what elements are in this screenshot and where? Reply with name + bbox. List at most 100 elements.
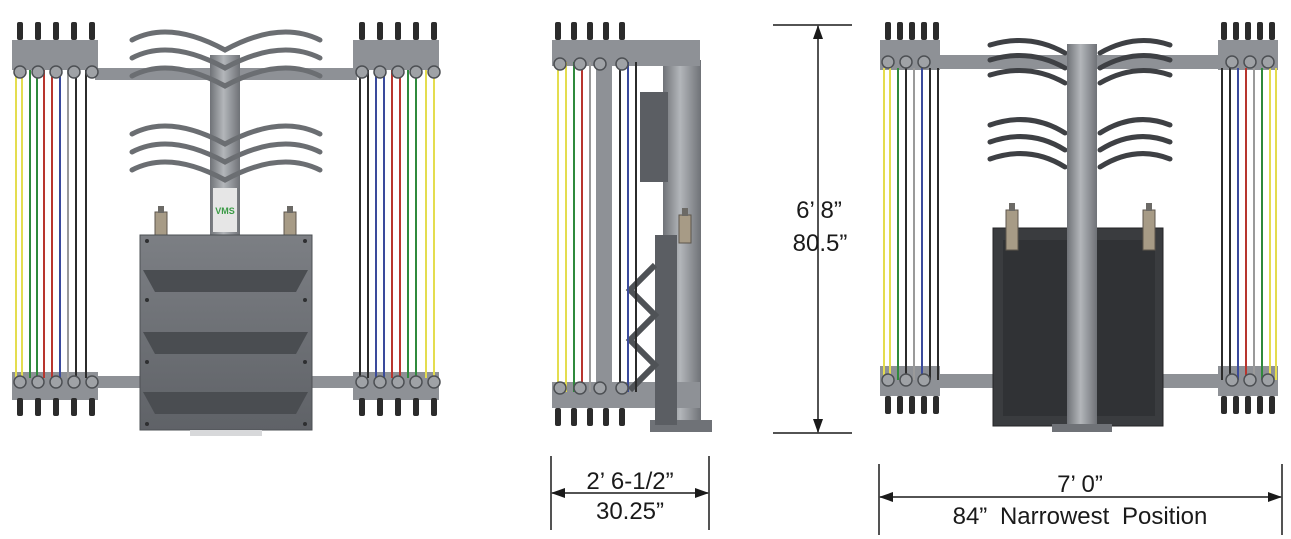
- carabiner-hook-icon: [35, 398, 41, 416]
- front-left-bands: [15, 70, 87, 378]
- wave-handle: [129, 159, 323, 183]
- side-handle-plate: [640, 92, 668, 182]
- carabiner-hook-icon: [1245, 396, 1251, 414]
- carabiner-hook-icon: [619, 408, 625, 426]
- front-mast-logo: VMS: [215, 206, 235, 216]
- carabiner-hook-icon: [603, 22, 609, 40]
- carabiner-hook-icon: [921, 22, 927, 40]
- carabiner-hook-icon: [377, 398, 383, 416]
- rear-right-bands: [1221, 68, 1277, 380]
- bottle-holder-icon: [678, 208, 692, 244]
- front-view: VMS: [12, 22, 441, 436]
- pulley-wheel-icon: [881, 55, 895, 69]
- pulley-wheel-icon: [85, 65, 99, 79]
- wave-handle: [1097, 134, 1173, 153]
- pulley-wheel-icon: [355, 375, 369, 389]
- pulley-wheel-icon: [615, 57, 629, 71]
- dimension-lines: [550, 24, 1283, 535]
- front-left-pulleys: [13, 22, 99, 416]
- wave-handle: [987, 117, 1068, 136]
- carabiner-hook-icon: [603, 408, 609, 426]
- rear-view: [880, 22, 1278, 432]
- depth-inches-label: 30.25”: [595, 498, 665, 525]
- wave-handle: [1097, 53, 1173, 71]
- carabiner-hook-icon: [587, 22, 593, 40]
- pulley-wheel-icon: [427, 375, 441, 389]
- wave-handle: [129, 47, 323, 71]
- front-right-bands: [359, 70, 435, 378]
- pulley-wheel-icon: [67, 375, 81, 389]
- pulley-wheel-icon: [615, 381, 629, 395]
- pulley-wheel-icon: [1243, 55, 1257, 69]
- carabiner-hook-icon: [431, 398, 437, 416]
- pulley-wheel-icon: [917, 373, 931, 387]
- pulley-wheel-icon: [49, 375, 63, 389]
- front-right-frame: [353, 40, 439, 70]
- carabiner-hook-icon: [1221, 396, 1227, 414]
- pulley-wheel-icon: [31, 375, 45, 389]
- carabiner-hook-icon: [413, 398, 419, 416]
- wave-handle: [1097, 117, 1173, 136]
- wave-handle: [129, 29, 323, 53]
- depth-feet-label: 2’ 6-1/2”: [586, 468, 674, 495]
- pulley-wheel-icon: [573, 57, 587, 71]
- front-wave-handles: [129, 29, 323, 183]
- carabiner-hook-icon: [1245, 22, 1251, 40]
- wave-handle: [129, 123, 323, 147]
- pulley-wheel-icon: [899, 373, 913, 387]
- carabiner-hook-icon: [897, 22, 903, 40]
- carabiner-hook-icon: [1269, 396, 1275, 414]
- rear-pulleys: [881, 22, 1275, 414]
- pulley-wheel-icon: [573, 381, 587, 395]
- carabiner-hook-icon: [897, 396, 903, 414]
- side-truss: [625, 235, 677, 425]
- carabiner-hook-icon: [885, 22, 891, 40]
- front-mast-sticker: [213, 188, 237, 232]
- carabiner-hook-icon: [89, 398, 95, 416]
- carabiner-hook-icon: [431, 22, 437, 40]
- pulley-wheel-icon: [1225, 55, 1239, 69]
- pulley-wheel-icon: [427, 65, 441, 79]
- carabiner-hook-icon: [53, 398, 59, 416]
- pulley-wheel-icon: [31, 65, 45, 79]
- carabiner-hook-icon: [395, 398, 401, 416]
- carabiner-hook-icon: [1221, 22, 1227, 40]
- carabiner-hook-icon: [571, 22, 577, 40]
- height-feet-label: 6’ 8”: [796, 197, 842, 224]
- carabiner-hook-icon: [921, 396, 927, 414]
- carabiner-hook-icon: [377, 22, 383, 40]
- carabiner-hook-icon: [1233, 22, 1239, 40]
- carabiner-hook-icon: [933, 22, 939, 40]
- pulley-wheel-icon: [1225, 373, 1239, 387]
- carabiner-hook-icon: [909, 396, 915, 414]
- pulley-wheel-icon: [355, 65, 369, 79]
- bottle-holder-icon: [1005, 203, 1156, 251]
- pulley-wheel-icon: [593, 381, 607, 395]
- carabiner-hook-icon: [555, 408, 561, 426]
- front-right-pulleys: [355, 22, 441, 416]
- carabiner-hook-icon: [587, 408, 593, 426]
- wave-handle: [987, 134, 1068, 153]
- wave-handle: [1097, 151, 1173, 170]
- carabiner-hook-icon: [1257, 396, 1263, 414]
- pulley-wheel-icon: [553, 381, 567, 395]
- rear-center-pole: [1067, 44, 1097, 429]
- pulley-wheel-icon: [917, 55, 931, 69]
- width-feet-label: 7’ 0”: [1057, 471, 1103, 498]
- side-vertical-frame: [596, 48, 612, 393]
- wave-handle: [987, 38, 1068, 56]
- pulley-wheel-icon: [391, 65, 405, 79]
- height-inches-label: 80.5”: [792, 230, 848, 257]
- pulley-wheel-icon: [13, 65, 27, 79]
- pulley-wheel-icon: [13, 375, 27, 389]
- pulley-wheel-icon: [1243, 373, 1257, 387]
- wave-handle: [129, 65, 323, 89]
- pulley-wheel-icon: [409, 375, 423, 389]
- carabiner-hook-icon: [89, 22, 95, 40]
- carabiner-hook-icon: [35, 22, 41, 40]
- front-left-frame: [12, 40, 98, 70]
- pulley-wheel-icon: [553, 57, 567, 71]
- rear-wave-handles: [987, 38, 1173, 170]
- pulley-wheel-icon: [1261, 373, 1275, 387]
